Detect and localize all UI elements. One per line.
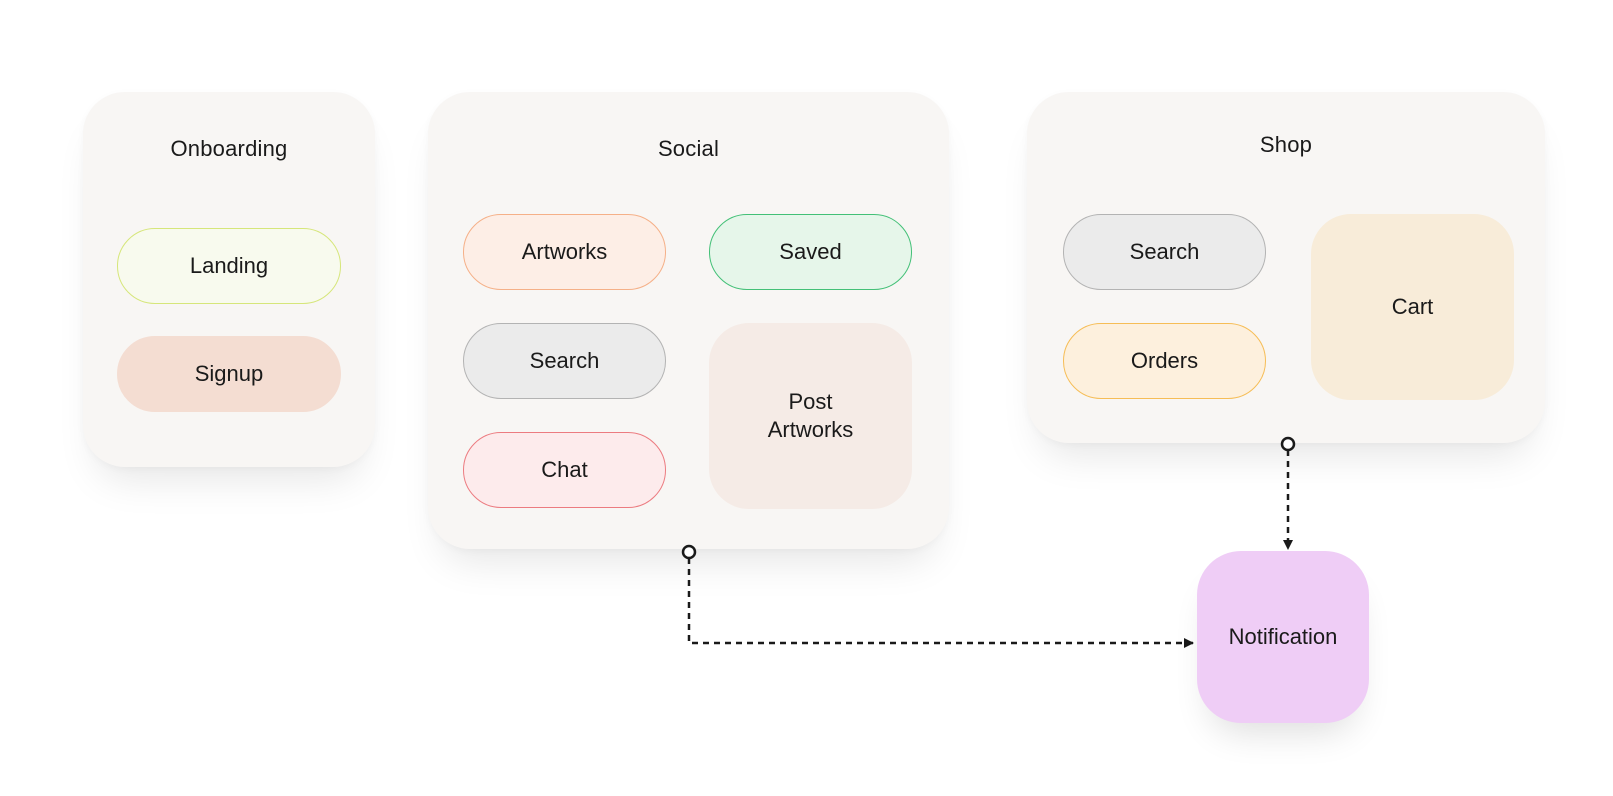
chat-label: Chat (541, 457, 588, 482)
shop-search-label: Search (1129, 239, 1200, 264)
social-title: Social (657, 136, 720, 161)
social-search-node[interactable]: Search (463, 323, 666, 399)
social-to-notification-connector (687, 558, 1194, 648)
saved-node[interactable]: Saved (709, 214, 912, 290)
post-artworks-node[interactable]: Post Artworks (709, 323, 912, 509)
orders-node[interactable]: Orders (1063, 323, 1266, 399)
landing-node[interactable]: Landing (117, 228, 341, 304)
saved-label: Saved (779, 239, 842, 264)
social-search-label: Search (529, 348, 600, 373)
shop-search-node[interactable]: Search (1063, 214, 1266, 290)
chat-node[interactable]: Chat (463, 432, 666, 508)
landing-label: Landing (189, 253, 269, 278)
notification-node[interactable]: Notification (1197, 551, 1369, 723)
post-artworks-label: Post Artworks (767, 389, 854, 442)
onboarding-group: Onboarding Landing Signup (83, 92, 375, 467)
social-group: Social Artworks Saved Search Chat Post A… (428, 92, 949, 549)
shop-title: Shop (1259, 132, 1313, 157)
notification-label: Notification (1228, 624, 1338, 649)
cart-node[interactable]: Cart (1311, 214, 1514, 400)
signup-label: Signup (194, 361, 264, 386)
artworks-label: Artworks (521, 239, 608, 264)
shop-group: Shop Search Orders Cart (1027, 92, 1545, 443)
onboarding-title: Onboarding (170, 136, 288, 161)
orders-label: Orders (1130, 348, 1199, 373)
cart-label: Cart (1391, 294, 1434, 319)
signup-node[interactable]: Signup (117, 336, 341, 412)
artworks-node[interactable]: Artworks (463, 214, 666, 290)
